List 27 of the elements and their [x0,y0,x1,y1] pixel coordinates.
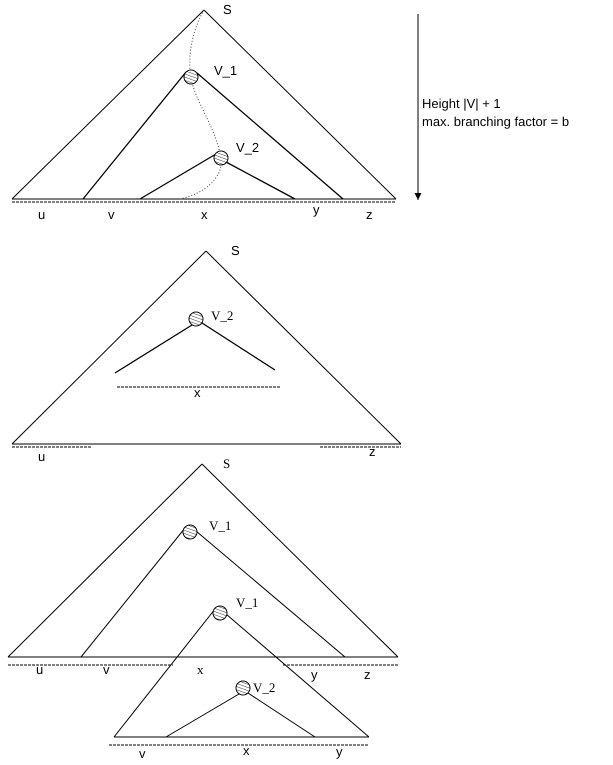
tree-label: S [223,2,232,17]
tree-label: V_2 [253,680,276,695]
tree-label: y [313,202,320,217]
tree-label: x [194,385,200,400]
tree-label: v [139,746,146,761]
tree-label: x [243,743,250,758]
tree-label: V_2 [211,308,234,323]
tree-label: V_1 [214,63,238,78]
tree-label: v [108,207,114,222]
tree-label: y [336,744,342,759]
tree-label: S [223,456,230,471]
tree-label: v [103,662,110,677]
tree-label: u [38,207,46,222]
tree-label: u [36,662,44,677]
tree-label: V_1 [209,518,232,533]
tree-label: S [231,243,240,258]
tree-label: V_1 [236,595,258,610]
tree-label: y [311,667,318,682]
tree-label: max. branching factor = b [422,114,570,129]
tree-label: x [197,662,204,677]
tree-label: u [38,449,46,464]
tree-label: z [364,667,370,682]
tree-label: Height |V| + 1 [422,96,501,111]
tree-label: z [366,207,372,222]
tree-label: x [201,207,208,222]
tree-label: V_2 [236,140,260,155]
tree-label: z [369,444,376,459]
